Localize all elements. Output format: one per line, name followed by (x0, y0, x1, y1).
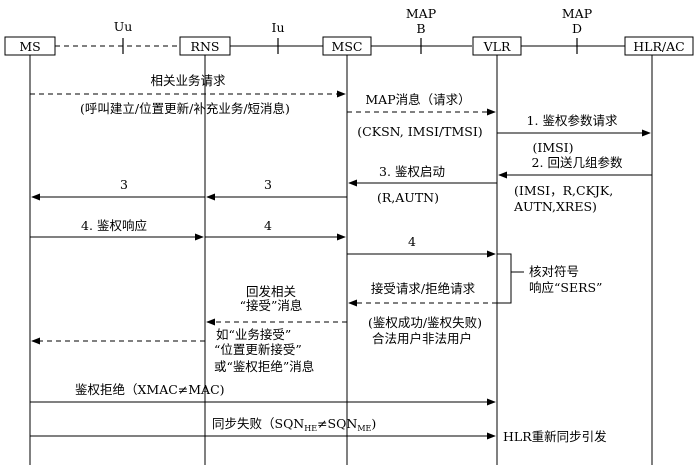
label-auth-param-request: 1. 鉴权参数请求 (527, 113, 618, 128)
label-return-params-line2: AUTN,XRES) (513, 199, 597, 214)
node-ms: MS (4, 36, 56, 56)
label-check-line2: 响应“SERS” (529, 280, 602, 295)
label-auth-response: 4. 鉴权响应 (81, 218, 147, 233)
vlr-check-bracket (497, 253, 512, 304)
sync-fail-sub1: HE (304, 424, 317, 433)
label-step4-rns-msc: 4 (264, 218, 272, 233)
interface-map-b-top: MAP (406, 6, 436, 21)
node-hlr-label: HLR/AC (633, 39, 684, 54)
node-vlr-label: VLR (483, 39, 511, 54)
label-auth-start: 3. 鉴权启动 (379, 164, 445, 179)
label-accept-reject: 接受请求/拒绝请求 (371, 281, 476, 296)
label-sync-fail: 同步失败（SQNHE≠SQNME) (212, 416, 376, 433)
label-accept-msg-line3: 或“鉴权拒绝”消息 (214, 359, 314, 374)
label-reply-line1: 回发相关 (246, 284, 296, 299)
label-service-request: 相关业务请求 (150, 73, 226, 88)
interface-map-b-bottom: B (416, 21, 425, 36)
label-auth-param-imsi: (IMSI) (533, 140, 574, 155)
label-auth-start-params: (R,AUTN) (377, 190, 439, 205)
interface-uu: Uu (114, 19, 133, 34)
sync-fail-post: ) (371, 416, 376, 431)
label-service-request-detail: (呼叫建立/位置更新/补充业务/短消息) (80, 101, 290, 116)
interface-iu: Iu (272, 20, 285, 35)
node-hlr: HLR/AC (624, 36, 694, 56)
label-step3-rns-ms: 3 (120, 177, 128, 192)
label-step3-msc-rns: 3 (264, 177, 272, 192)
sync-fail-sub2: ME (357, 424, 371, 433)
label-step4-msc-vlr: 4 (408, 234, 416, 249)
sync-fail-mid: ≠SQN (317, 416, 357, 431)
node-msc: MSC (322, 36, 372, 56)
node-msc-label: MSC (332, 39, 363, 54)
node-rns: RNS (179, 36, 231, 56)
label-reply-line2: “接受”消息 (240, 298, 303, 313)
label-user-type: 合法用户非法用户 (372, 331, 472, 346)
label-hlr-resync: HLR重新同步引发 (503, 429, 607, 444)
label-check-line1: 核对符号 (529, 264, 579, 279)
label-accept-msg-line1: 如“业务接受” (216, 327, 291, 342)
interface-map-d-top: MAP (562, 6, 592, 21)
label-map-request: MAP消息（请求） (365, 92, 470, 107)
label-accept-msg-line2: “位置更新接受” (214, 342, 302, 357)
label-return-params-line1: (IMSI，R,CKJK, (514, 183, 613, 198)
node-vlr: VLR (472, 36, 522, 56)
label-map-request-params: (CKSN, IMSI/TMSI) (357, 124, 482, 139)
sync-fail-pre: 同步失败（SQN (212, 416, 304, 431)
node-rns-label: RNS (191, 39, 220, 54)
label-auth-result: (鉴权成功/鉴权失败) (368, 315, 482, 330)
interface-map-d-bottom: D (572, 21, 582, 36)
label-auth-reject: 鉴权拒绝（XMAC≠MAC) (75, 382, 225, 397)
node-ms-label: MS (19, 39, 40, 54)
label-return-params: 2. 回送几组参数 (532, 155, 623, 170)
